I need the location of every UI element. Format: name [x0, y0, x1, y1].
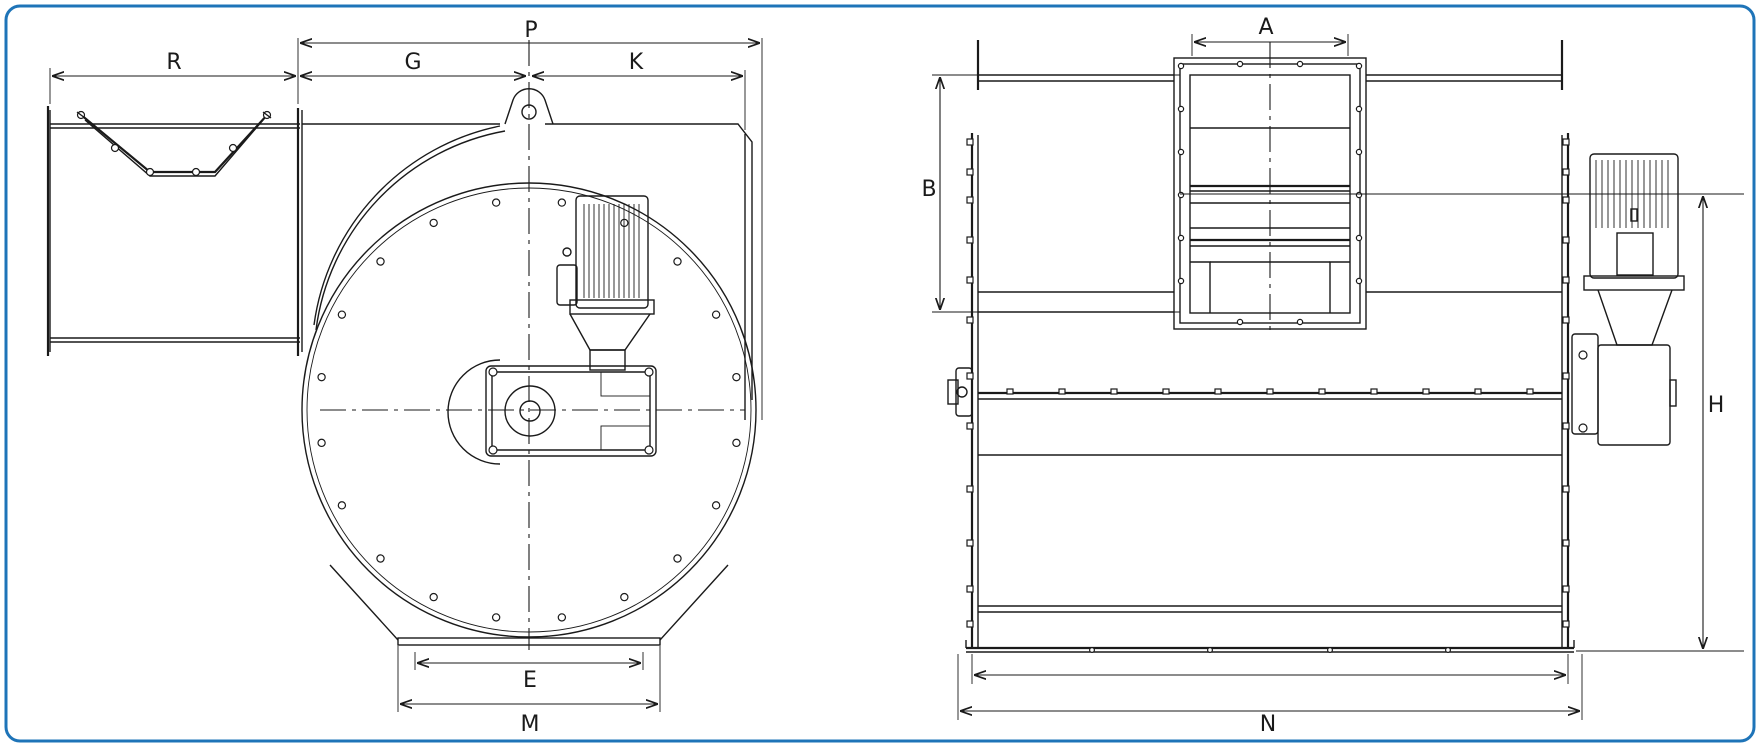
flange-bolt [1177, 191, 1185, 199]
casing-rivet [1562, 276, 1570, 284]
housing-bolt [620, 592, 629, 602]
rail-rivet [1110, 388, 1118, 395]
casing-rivet [966, 539, 974, 547]
rail-rivet [1526, 388, 1534, 395]
housing-bolt [557, 613, 567, 622]
base-rivet [1444, 646, 1451, 653]
rail-rivet [1266, 388, 1274, 395]
housing-bolts [317, 198, 741, 622]
flange-bolt [1177, 62, 1185, 70]
rail-rivet [1006, 388, 1014, 395]
housing-bolt [732, 372, 741, 382]
label-R: R [166, 50, 181, 75]
flange-bolt [1236, 318, 1244, 326]
housing-bolt [317, 438, 326, 448]
casing-rivet [966, 168, 974, 176]
flange-bolt [1355, 277, 1363, 285]
label-K: K [629, 50, 644, 75]
base-rivet [1326, 646, 1333, 653]
casing-rivet [966, 372, 974, 380]
flange-bolt [1296, 60, 1304, 68]
drawing-frame [4, 4, 1756, 743]
casing-rivet [966, 196, 974, 204]
housing-bolt [337, 501, 347, 510]
casing-rivet [1562, 372, 1570, 380]
housing-bolt [557, 198, 567, 207]
label-A: A [1258, 15, 1273, 40]
casing-rivet [966, 485, 974, 493]
casing-rivet [1562, 422, 1570, 430]
label-N: N [1260, 712, 1276, 737]
housing-bolt [711, 501, 721, 510]
flange-bolt [1177, 277, 1185, 285]
casing-rivet [1562, 138, 1570, 146]
housing-bolt [429, 218, 438, 228]
flange-bolt [1355, 105, 1363, 113]
rail-rivet [1058, 388, 1066, 395]
casing-rivet [1562, 236, 1570, 244]
casing-rivet [1562, 485, 1570, 493]
housing-bolt [711, 310, 721, 319]
front-motor [1583, 153, 1685, 346]
rail-rivet [1370, 388, 1378, 395]
label-E: E [523, 668, 537, 693]
housing-bolt [429, 592, 438, 602]
flange-bolt [1355, 234, 1363, 242]
housing-bolt [491, 613, 501, 622]
front-view: A B H N [921, 15, 1744, 737]
casing-rivet [966, 422, 974, 430]
flange-bolt [1177, 148, 1185, 156]
casing-rivet [1562, 196, 1570, 204]
gearbox [447, 359, 657, 465]
base-rivet [1206, 646, 1213, 653]
casing-rivet [1562, 168, 1570, 176]
rail-rivet [1474, 388, 1482, 395]
housing-bolt [673, 554, 682, 563]
front-dimensions [932, 34, 1744, 720]
housing-bolt [673, 257, 682, 266]
side-dimensions [49, 38, 763, 712]
flange-bolt [1177, 105, 1185, 113]
casing-rivet [966, 585, 974, 593]
casing-rivet [1562, 539, 1570, 547]
casing-rivet [966, 236, 974, 244]
casing-rivet [966, 138, 974, 146]
flange-bolt [1236, 60, 1244, 68]
housing-bolt [376, 257, 385, 266]
casing-rivet [1562, 585, 1570, 593]
bearing-left [947, 367, 973, 417]
flange-bolt [1355, 191, 1363, 199]
label-B: B [921, 177, 936, 202]
base-rivet [1088, 646, 1095, 653]
fan-casing [965, 40, 1575, 653]
rail-rivet [1162, 388, 1170, 395]
casing-rivets [966, 138, 1570, 653]
flange-bolt [1296, 318, 1304, 326]
side-view: R G P K E M [46, 18, 763, 737]
casing-rivet [966, 316, 974, 324]
flange-bolt [1355, 148, 1363, 156]
housing-bolt [376, 554, 385, 563]
label-G: G [404, 50, 421, 75]
inlet-duct [46, 106, 303, 356]
housing-bolt [317, 372, 326, 382]
housing-bolt [732, 438, 741, 448]
flange-bolt [1177, 234, 1185, 242]
housing-bolt [337, 310, 347, 319]
rail-rivet [1214, 388, 1222, 395]
casing-rivet [966, 620, 974, 628]
casing-rivet [1562, 316, 1570, 324]
casing-rivet [966, 276, 974, 284]
rail-rivet [1422, 388, 1430, 395]
motor [556, 195, 655, 371]
label-H: H [1708, 393, 1725, 418]
label-M: M [521, 712, 540, 737]
rail-rivet [1318, 388, 1326, 395]
casing-rivet [1562, 620, 1570, 628]
label-P: P [524, 18, 537, 43]
flange-bolt [1355, 62, 1363, 70]
housing-bolt [491, 198, 501, 207]
front-gearbox [1571, 333, 1677, 446]
